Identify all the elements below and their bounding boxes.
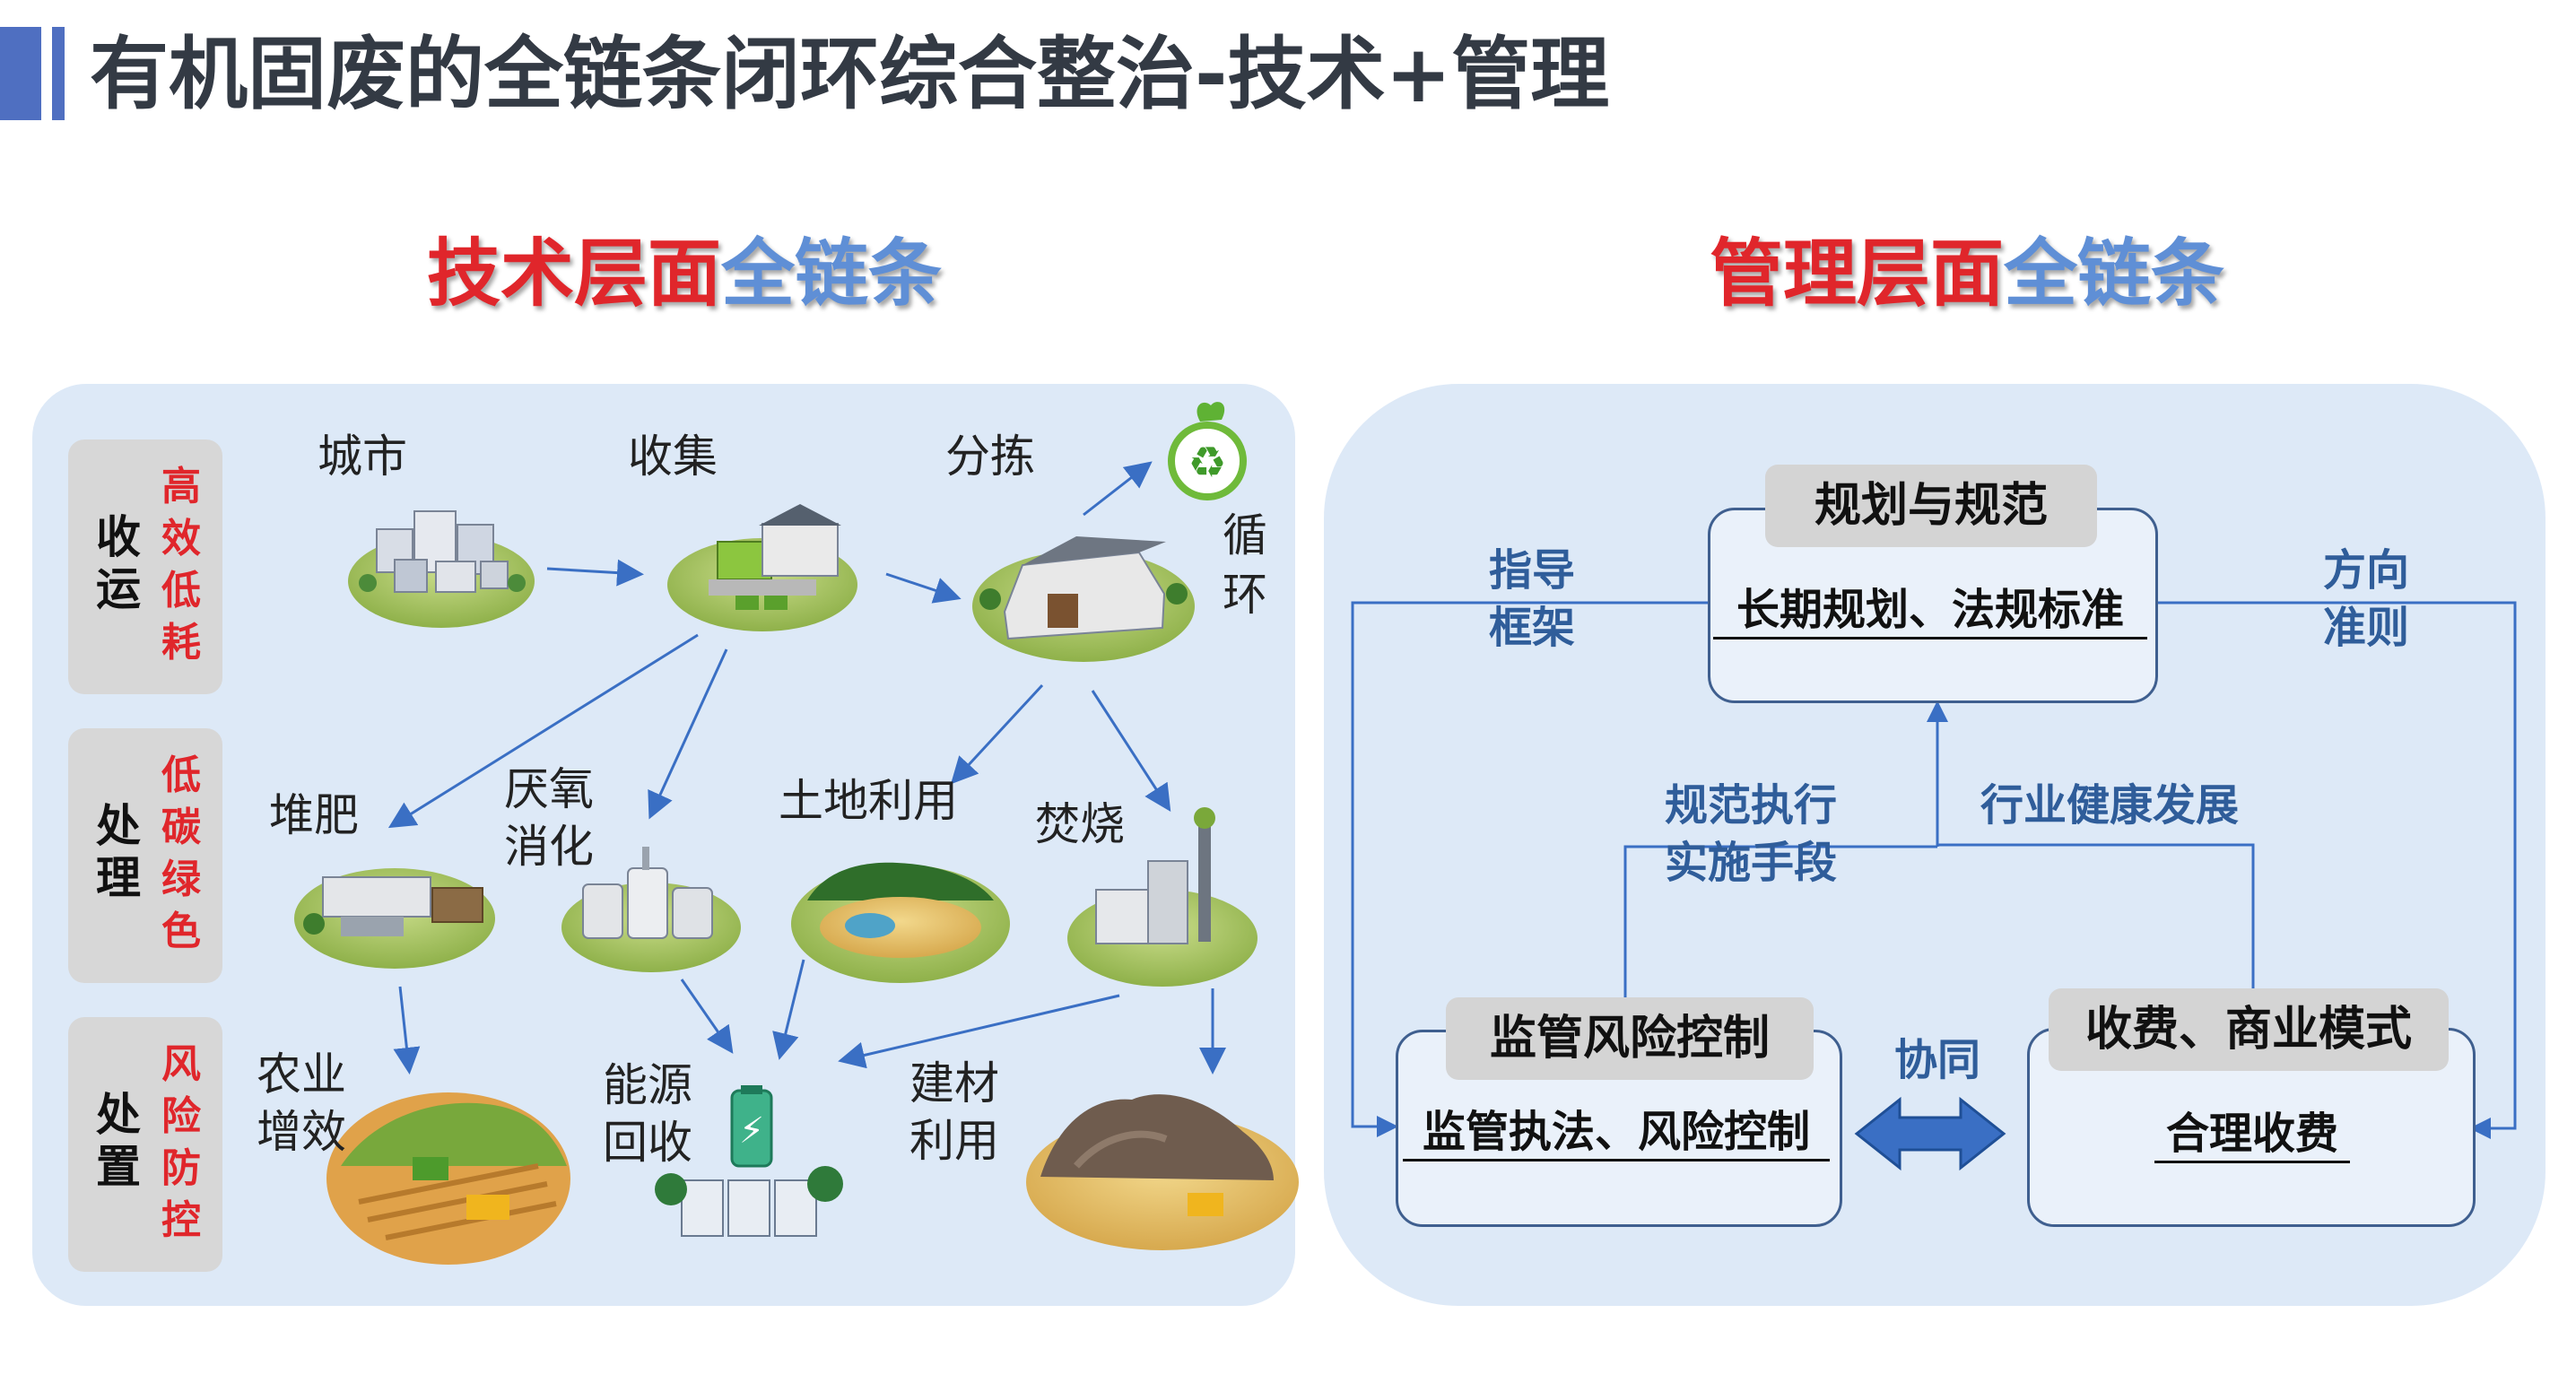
label-direction-guideline: 方向 准则: [2323, 542, 2409, 657]
stage-main-char: 处: [96, 800, 141, 852]
stage-sub-char: 绿: [161, 857, 201, 902]
guide-line: 框架: [1489, 603, 1576, 653]
charging-box-line: 合理收费: [2154, 1107, 2350, 1163]
building-line: 利用: [909, 1115, 999, 1167]
label-industry-health: 行业健康发展: [1980, 780, 2240, 831]
recycle-icon: ♻: [1168, 402, 1247, 500]
energy-illustration: ⚡: [655, 1085, 843, 1237]
energy-line: 能源: [603, 1059, 692, 1111]
stage-main-char: 收: [96, 511, 141, 563]
planning-box-head: 规划与规范: [1765, 465, 2097, 547]
mgmt-title-blue: 全链条: [2004, 231, 2225, 317]
anaerobic-line: 厌氧: [504, 763, 594, 815]
stage-main-char: 理: [96, 852, 141, 904]
enforce-line: 规范执行: [1665, 780, 1838, 831]
cycle-char: 循: [1223, 509, 1267, 561]
compost-illustration: [294, 868, 495, 969]
stage-sub-char: 耗: [161, 620, 201, 666]
supervision-box-head: 监管风险控制: [1446, 997, 1814, 1080]
guide-line: 指导: [1489, 545, 1576, 596]
node-label-compost: 堆肥: [269, 789, 359, 841]
mgmt-flow-lines: [1351, 601, 2517, 1139]
tech-title-blue: 全链条: [721, 231, 943, 317]
node-label-land: 土地利用: [779, 775, 958, 827]
direction-line: 准则: [2323, 603, 2410, 653]
stage-main-char: 运: [96, 563, 141, 615]
node-label-energy: 能源 回收: [603, 1057, 692, 1171]
node-label-collect: 收集: [628, 431, 718, 483]
building-line: 建材: [909, 1057, 999, 1109]
collection-illustration: [667, 504, 857, 631]
cycle-char: 环: [1223, 569, 1267, 621]
node-label-sort: 分拣: [945, 431, 1035, 483]
title-accent-bar-thin: [52, 27, 65, 120]
incineration-illustration: [1067, 807, 1258, 987]
stage-sub-char: 控: [161, 1197, 201, 1243]
anaerobic-line: 消化: [504, 821, 594, 873]
svg-text:♻: ♻: [1188, 438, 1226, 488]
agriculture-illustration: [326, 1092, 570, 1265]
cooperation-double-arrow: [1854, 1096, 2006, 1171]
stage-sub-char: 高: [161, 464, 201, 509]
tech-section-title: 技术层面全链条: [427, 230, 942, 319]
node-label-building: 建材 利用: [909, 1055, 999, 1170]
direction-line: 方向: [2323, 545, 2410, 596]
stage-sub-char: 碳: [161, 805, 201, 850]
stage-sub-char: 风: [161, 1041, 201, 1087]
stage-sub-char: 防: [161, 1145, 201, 1191]
label-guide-framework: 指导 框架: [1489, 542, 1575, 657]
stage-collect-transport: 收 运 高 效 低 耗: [68, 439, 222, 694]
node-label-burn: 焚烧: [1035, 798, 1125, 850]
stage-main-char: 处: [96, 1089, 141, 1141]
tech-title-red: 技术层面: [427, 231, 722, 317]
charging-box-head: 收费、商业模式: [2049, 988, 2449, 1071]
land-use-illustration: [791, 862, 1010, 983]
sorting-illustration: [972, 536, 1195, 662]
node-label-cycle: 循 环: [1218, 506, 1272, 624]
node-label-city: 城市: [318, 431, 407, 483]
label-cooperation: 协同: [1894, 1035, 1981, 1085]
agri-line: 农业: [257, 1048, 346, 1101]
stage-disposal: 处 置 风 险 防 控: [68, 1017, 222, 1272]
mgmt-title-red: 管理层面: [1710, 231, 2005, 317]
anaerobic-illustration: [561, 847, 741, 972]
tech-flow-arrows: [387, 461, 1226, 1074]
stage-sub-char: 色: [161, 909, 201, 954]
node-label-agri: 农业 增效: [257, 1046, 346, 1161]
svg-text:⚡: ⚡: [739, 1110, 764, 1152]
page-title: 有机固废的全链条闭环综合整治-技术+管理: [90, 28, 1610, 120]
supervision-box-line: 监管执法、风险控制: [1403, 1105, 1830, 1161]
agri-line: 增效: [257, 1106, 346, 1158]
stage-main-char: 置: [96, 1141, 141, 1193]
building-materials-illustration: [1026, 1094, 1299, 1250]
label-enforcement: 规范执行 实施手段: [1665, 777, 1837, 892]
stage-sub-char: 效: [161, 516, 201, 561]
mgmt-section-title: 管理层面全链条: [1710, 230, 2224, 319]
planning-box-line: 长期规划、法规标准: [1713, 583, 2147, 639]
stage-sub-char: 低: [161, 753, 201, 798]
stage-sub-char: 险: [161, 1093, 201, 1139]
stage-sub-char: 低: [161, 568, 201, 613]
enforce-line: 实施手段: [1665, 838, 1838, 888]
energy-line: 回收: [603, 1117, 692, 1169]
title-accent-bar: [0, 27, 41, 120]
node-label-anaerobic: 厌氧 消化: [504, 761, 594, 875]
city-illustration: [348, 510, 535, 628]
stage-treatment: 处 理 低 碳 绿 色: [68, 728, 222, 983]
